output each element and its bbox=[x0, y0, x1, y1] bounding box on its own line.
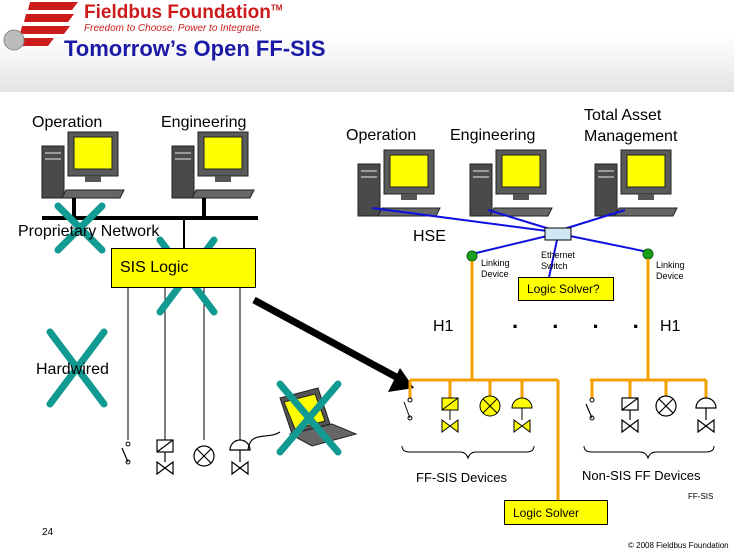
right-engineering-label: Engineering bbox=[450, 127, 536, 144]
logic-solver-question-box: Logic Solver? bbox=[518, 277, 614, 301]
left-operation-label: Operation bbox=[32, 114, 103, 131]
linking-device-left-label: Linking Device bbox=[481, 258, 510, 279]
brand-name: Fieldbus FoundationTM bbox=[84, 2, 283, 23]
gauge-icon bbox=[479, 395, 501, 417]
valve-icon bbox=[441, 397, 459, 433]
asset-mgmt-label-line2: Management bbox=[584, 128, 678, 145]
slide-title: Tomorrow’s Open FF-SIS bbox=[64, 36, 326, 61]
switch-icon bbox=[585, 397, 595, 421]
laptop-icon bbox=[247, 387, 358, 451]
computer-icon bbox=[357, 149, 441, 217]
linking-device-icon bbox=[642, 248, 654, 260]
gauge-icon bbox=[193, 445, 215, 467]
ellipsis: . . . . bbox=[512, 308, 653, 333]
h1-right-label: H1 bbox=[660, 318, 681, 335]
hse-label: HSE bbox=[413, 228, 446, 245]
ffsis-devices-label: FF-SIS Devices bbox=[416, 470, 508, 485]
brace-ffsis bbox=[401, 445, 535, 460]
hardwired-label: Hardwired bbox=[36, 361, 109, 378]
ffsis-tag: FF-SIS bbox=[688, 492, 714, 501]
hse-network-lines bbox=[371, 207, 649, 283]
h1-left-label: H1 bbox=[433, 318, 454, 335]
switch-icon bbox=[403, 397, 413, 421]
copyright: © 2008 Fieldbus Foundation bbox=[628, 541, 729, 550]
computer-icon bbox=[594, 149, 678, 217]
brace-nonsis bbox=[583, 445, 715, 460]
valve-icon bbox=[695, 397, 717, 433]
computer-icon bbox=[469, 149, 553, 217]
gauge-icon bbox=[655, 395, 677, 417]
linking-device-icon bbox=[466, 250, 478, 262]
fieldbus-logo-icon bbox=[3, 2, 78, 51]
valve-icon bbox=[229, 439, 251, 475]
proprietary-network-label: Proprietary Network bbox=[18, 223, 160, 240]
nonsis-devices-label: Non-SIS FF Devices bbox=[582, 468, 701, 483]
computer-icon bbox=[41, 131, 125, 199]
logic-solver-box: Logic Solver bbox=[504, 500, 608, 525]
ethernet-switch-icon bbox=[544, 227, 572, 241]
brand-tagline: Freedom to Choose. Power to Integrate. bbox=[84, 23, 263, 34]
linking-device-right-label: Linking Device bbox=[656, 260, 685, 281]
header-band bbox=[0, 0, 734, 92]
right-operation-label: Operation bbox=[346, 127, 417, 144]
valve-icon bbox=[156, 439, 174, 475]
arrow-icon bbox=[388, 368, 414, 392]
computer-icon bbox=[171, 131, 255, 199]
ethernet-switch-label: Ethernet Switch bbox=[541, 250, 576, 271]
valve-icon bbox=[621, 397, 639, 433]
h1-network-lines bbox=[408, 259, 708, 500]
asset-mgmt-label-line1: Total Asset bbox=[584, 107, 662, 124]
sis-logic-box: SIS Logic bbox=[111, 248, 256, 288]
valve-icon bbox=[511, 397, 533, 433]
switch-icon bbox=[121, 441, 131, 465]
page-number: 24 bbox=[42, 527, 54, 538]
left-engineering-label: Engineering bbox=[161, 114, 247, 131]
